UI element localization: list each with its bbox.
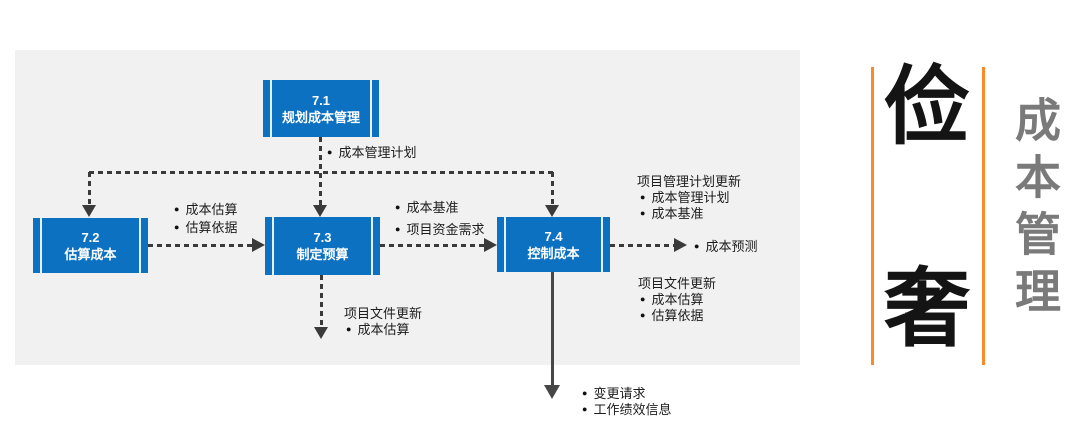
label-doc-updates-right-header: 项目文件更新 — [638, 276, 717, 291]
label-text: 工作绩效信息 — [593, 402, 672, 417]
label-text: 估算依据 — [651, 308, 704, 323]
arrowhead-74-down-icon — [544, 385, 560, 399]
bullet-icon: ● — [582, 388, 588, 398]
accent-line-right — [982, 67, 985, 365]
connector-73-down — [320, 275, 323, 328]
bullet-icon: ● — [174, 222, 180, 232]
arrowhead-into-73-icon — [313, 205, 327, 217]
bullet-icon: ● — [640, 192, 646, 202]
label-text: 成本基准 — [651, 206, 704, 221]
vertical-title: 成本管理 — [1009, 96, 1061, 324]
process-box-7-2: 7.2 估算成本 — [33, 218, 148, 273]
label-doc-updates-right-2: ● 估算依据 — [640, 308, 703, 323]
process-box-name: 规划成本管理 — [281, 109, 360, 125]
connector-horizontal-bus — [89, 171, 553, 174]
arrowhead-into-72-icon — [82, 205, 96, 217]
label-pm-plan-updates-1: ● 成本管理计划 — [640, 190, 729, 205]
process-box-name: 制定预算 — [296, 247, 349, 262]
bullet-icon: ● — [174, 204, 180, 214]
accent-line-left — [871, 67, 874, 365]
bullet-icon: ● — [640, 294, 646, 304]
arrowhead-73-down-icon — [314, 327, 328, 339]
label-text: 项目资金需求 — [406, 222, 485, 237]
connector-74-down — [551, 272, 554, 386]
bullet-icon: ● — [395, 202, 401, 212]
connector-72-73 — [148, 244, 252, 247]
process-box-code: 7.1 — [311, 92, 331, 108]
bullet-icon: ● — [395, 224, 401, 234]
process-box-7-1: 7.1 规划成本管理 — [263, 80, 379, 137]
connector-bus-to-72 — [88, 172, 91, 205]
label-pm-plan-updates-2: ● 成本基准 — [640, 206, 703, 221]
bullet-icon: ● — [582, 404, 588, 414]
bullet-icon: ● — [346, 324, 352, 334]
process-box-code: 7.2 — [81, 229, 100, 245]
bullet-icon: ● — [327, 147, 333, 157]
label-text: 估算依据 — [185, 220, 238, 235]
label-estimate-output-1: ● 成本估算 — [174, 202, 237, 217]
label-text: 成本基准 — [406, 200, 459, 215]
bullet-icon: ● — [640, 208, 646, 218]
process-box-name: 控制成本 — [527, 245, 580, 261]
big-character-bottom: 奢 — [884, 261, 970, 357]
bullet-icon: ● — [694, 241, 700, 251]
label-plan-output: ● 成本管理计划 — [327, 145, 416, 160]
label-control-output-2: ● 工作绩效信息 — [582, 402, 671, 417]
label-text: 成本估算 — [185, 202, 238, 217]
label-text: 成本管理计划 — [651, 190, 730, 205]
diagram-panel — [15, 50, 800, 365]
bullet-icon: ● — [640, 310, 646, 320]
connector-74-forecast — [610, 244, 674, 247]
arrowhead-into-73-left-icon — [252, 238, 265, 252]
label-forecast: ● 成本预测 — [694, 239, 757, 254]
arrowhead-into-74-icon — [545, 205, 559, 217]
process-box-name: 估算成本 — [64, 246, 117, 262]
process-box-7-4: 7.4 控制成本 — [497, 217, 610, 272]
arrowhead-forecast-icon — [674, 238, 687, 252]
label-text: 成本预测 — [705, 239, 758, 254]
process-box-code: 7.3 — [313, 230, 332, 245]
label-doc-updates-mid-header: 项目文件更新 — [344, 306, 423, 321]
label-pm-plan-updates-header: 项目管理计划更新 — [637, 174, 742, 189]
connector-bus-to-74 — [551, 172, 554, 205]
label-text: 成本管理计划 — [338, 145, 417, 160]
label-text: 变更请求 — [593, 386, 646, 401]
label-budget-output-1: ● 成本基准 — [395, 200, 458, 215]
connector-73-74 — [380, 244, 484, 247]
arrowhead-into-74-left-icon — [484, 238, 497, 252]
label-estimate-output-2: ● 估算依据 — [174, 220, 237, 235]
big-character-top: 俭 — [884, 59, 970, 155]
label-text: 成本估算 — [651, 292, 704, 307]
process-box-7-3: 7.3 制定预算 — [265, 217, 380, 275]
label-budget-output-2: ● 项目资金需求 — [395, 222, 484, 237]
label-doc-updates-right-1: ● 成本估算 — [640, 292, 703, 307]
process-box-code: 7.4 — [544, 228, 563, 244]
label-control-output-1: ● 变更请求 — [582, 386, 645, 401]
label-doc-updates-mid-1: ● 成本估算 — [346, 322, 409, 337]
label-text: 成本估算 — [357, 322, 410, 337]
